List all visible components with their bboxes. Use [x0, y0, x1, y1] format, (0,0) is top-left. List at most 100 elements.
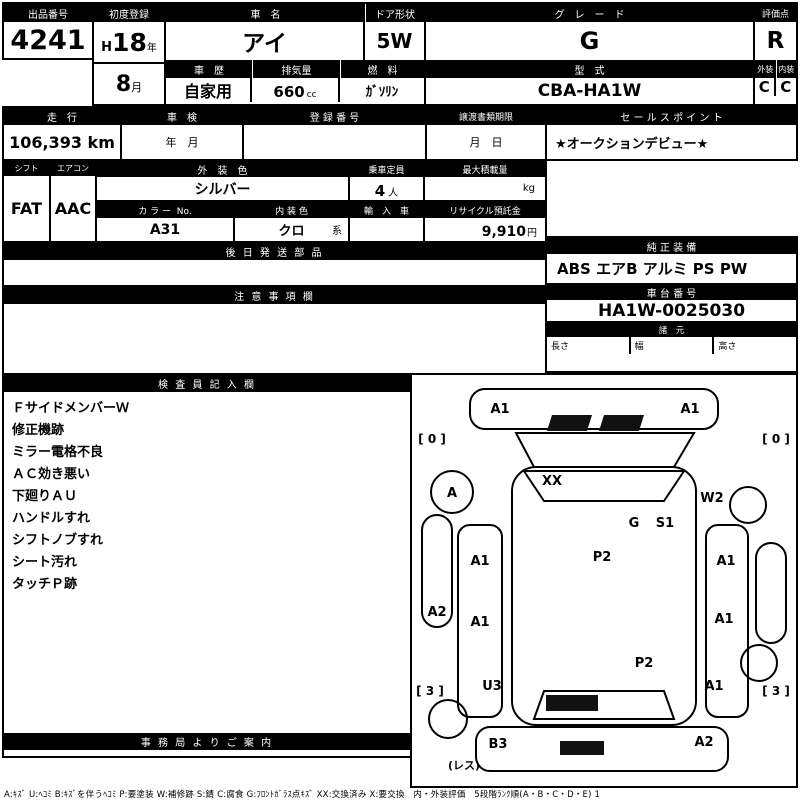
diagram-label: A1 [490, 402, 509, 417]
score-value: R [766, 28, 785, 54]
diagram-label: U3 [482, 679, 502, 694]
rear-glass-shade [546, 695, 598, 711]
capacity-number: 4 [374, 182, 386, 200]
import-label: 輸 入 車 [350, 202, 423, 218]
inspector-note: 下廻りＡＵ [12, 489, 78, 504]
height-cell: 高さ [718, 342, 737, 352]
mileage-box: 走 行 106,393 km [2, 106, 122, 161]
shift-box: シフト FAT [2, 159, 51, 243]
grade-box: グ レ ー ド G 型 式 CBA-HA1W [424, 2, 755, 106]
license-plate [560, 741, 604, 755]
first-registration-label: 初度登録 [94, 4, 164, 22]
diagram-label: [ 0 ] [762, 432, 790, 446]
year-unit: 年 [146, 43, 157, 54]
car-diagram: A1 A1 [ 0 ] [ 0 ] XX A W2 G S1 A1 P2 A1 … [416, 388, 790, 772]
fuel-label: 燃 料 [340, 60, 424, 78]
length-cell: 長さ [547, 337, 631, 354]
legend-text: A:ｷｽﾞ U:ﾍｺﾐ B:ｷｽﾞを伴うﾍｺﾐ P:要塗装 W:補修跡 S:錆 … [4, 790, 601, 800]
capacity-unit: 人 [388, 188, 399, 199]
exterior-color-value: シルバー [194, 181, 251, 198]
transfer-deadline-label: 譲渡書類期限 [427, 108, 545, 125]
max-load-label: 最大積載量 [425, 161, 545, 177]
recycle-deposit-label: リサイクル預託金 [425, 202, 545, 218]
interior-score-label: 内装 [775, 60, 796, 78]
registration-no-label: 登 録 番 号 [244, 108, 425, 125]
right-side-panel [705, 524, 749, 718]
diagram-label: A1 [470, 615, 489, 630]
inspector-note: タッチＰ跡 [12, 577, 78, 592]
model-code-label: 型 式 [426, 60, 753, 78]
diagram-label: A2 [694, 735, 713, 750]
diagram-label: A [447, 486, 457, 501]
exterior-score-label: 外装 [755, 60, 776, 78]
exterior-score-value: C [755, 78, 776, 96]
door-shape-value: 5W [376, 29, 413, 53]
displacement-label: 排気量 [252, 60, 340, 78]
inspection-value: 年 月 [165, 136, 199, 149]
car-name-value: アイ [166, 22, 365, 60]
color-no-label: カ ラ ー No. [97, 202, 233, 218]
diagram-label: A1 [716, 554, 735, 569]
grade-value: G [579, 27, 600, 55]
transfer-deadline-box: 譲渡書類期限 月 日 [425, 106, 547, 161]
diagram-label: A1 [470, 554, 489, 569]
door-shape-label: ドア形状 [365, 4, 424, 22]
diagram-label: P2 [593, 550, 612, 565]
dimensions-label: 諸 元 [547, 323, 796, 337]
sales-point-value: ★オークションデビュー★ [555, 136, 709, 152]
diagram-label: A1 [714, 612, 733, 627]
capacity-label: 乗車定員 [350, 161, 423, 177]
chassis-no-box: 車 台 番 号 HA1W-0025030 [545, 283, 798, 323]
diagram-label: [ 3 ] [416, 684, 444, 698]
year-value: 18 [112, 28, 147, 57]
car-history-label: 車 歴 [166, 60, 252, 78]
car-name-label: 車 名 [166, 4, 365, 22]
equipment-value: ABS エアB アルミ PS PW [557, 260, 748, 278]
left-rocker-panel [421, 514, 453, 628]
score-label: 評価点 [755, 4, 796, 22]
interior-color-box: 内 装 色 クロ 系 [233, 200, 350, 243]
exterior-color-label: 外 装 色 [97, 161, 348, 177]
office-info-label: 事 務 局 よ り ご 案 内 [4, 733, 410, 750]
inspector-note: ミラー電格不良 [12, 445, 104, 460]
diagram-label: XX [542, 474, 562, 489]
rear-bumper [475, 726, 729, 772]
grade-label: グ レ ー ド [426, 4, 753, 22]
damage-diagram-box: A1 A1 [ 0 ] [ 0 ] XX A W2 G S1 A1 P2 A1 … [410, 373, 798, 788]
rear-window [532, 690, 676, 720]
mileage-label: 走 行 [4, 108, 120, 125]
rear-left-wheel-circle [428, 699, 468, 739]
transfer-deadline-value: 月 日 [469, 136, 503, 149]
sales-point-label: セ ー ル ス ポ イ ン ト [547, 108, 796, 125]
max-load-box: 最大積載量 kg [423, 159, 547, 202]
inspector-label: 検 査 員 記 入 欄 [4, 375, 410, 392]
month-value: 8 [115, 72, 132, 97]
auction-no-label: 出品番号 [4, 4, 92, 22]
notes-label: 注 意 事 項 欄 [4, 287, 545, 304]
chassis-no-label: 車 台 番 号 [547, 285, 796, 300]
auction-no-box: 出品番号 4241 [2, 2, 94, 60]
front-bumper [469, 388, 719, 430]
import-box: 輸 入 車 [348, 200, 425, 243]
inspector-note: シート汚れ [12, 555, 78, 570]
recycle-deposit-unit: 円 [527, 228, 537, 239]
fuel-value: ｶﾞｿﾘﾝ [365, 84, 399, 100]
rear-right-wheel-circle [740, 644, 778, 682]
recycle-deposit-amount: 9,910 [481, 224, 526, 240]
exterior-color-box: 外 装 色 シルバー [95, 159, 350, 202]
diagram-label: A1 [704, 679, 723, 694]
mileage-value: 106,393 km [9, 132, 115, 152]
dimensions-box: 諸 元 長さ 幅 高さ [545, 321, 798, 373]
right-rocker-panel [755, 542, 787, 644]
later-parts-value [4, 260, 545, 285]
inspector-note: ＦサイドメンバーＷ [12, 401, 130, 416]
score-box: 評価点 R 外装 内装 C C [753, 2, 798, 106]
shift-label: シフト [4, 161, 49, 176]
equipment-box: 純 正 装 備 ABS エアB アルミ PS PW [545, 236, 798, 285]
interior-color-name: クロ [278, 224, 305, 239]
